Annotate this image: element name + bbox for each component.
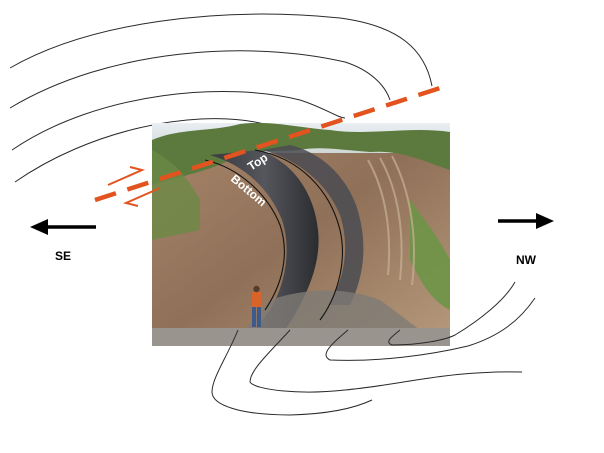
outcrop-photo [152, 123, 450, 346]
fold-line-2 [9, 50, 391, 109]
direction-label-se: SE [55, 249, 71, 263]
direction-label-nw: NW [516, 253, 537, 267]
fold-line-7 [325, 297, 536, 361]
upper-shear-arrow [107, 166, 146, 186]
fold-trace-lines-lower [211, 281, 536, 416]
lower-shear-arrow [122, 187, 161, 207]
geologist-figure [252, 285, 261, 327]
arrow-right-icon [498, 213, 554, 229]
coal-bed [210, 150, 319, 330]
fold-line-3 [11, 91, 346, 151]
thrust-fault-line [94, 85, 441, 203]
fold-line-5 [211, 329, 373, 416]
fold-line-1 [9, 13, 433, 87]
arrow-left-icon [30, 219, 96, 235]
vegetation [152, 123, 450, 185]
fold-line-6 [249, 329, 523, 393]
fold-line-8 [388, 281, 516, 346]
half-arrow-shear-icon [107, 166, 161, 207]
